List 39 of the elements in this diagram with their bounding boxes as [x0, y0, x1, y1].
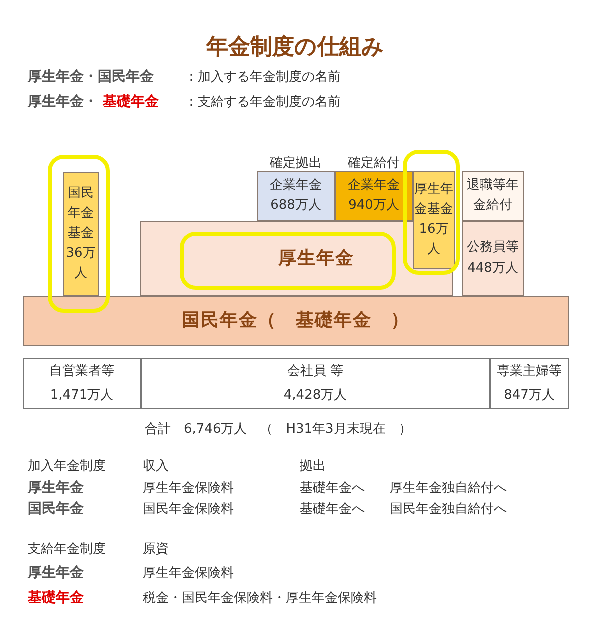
system-name: 厚生年金 — [28, 479, 84, 497]
contribution-text: 基礎年金へ — [300, 501, 365, 518]
plan-box: 企業年金 688万人 — [257, 171, 335, 221]
legend-description: ：加入する年金制度の名前 — [185, 69, 341, 86]
count-text: 847万人 — [504, 386, 555, 404]
plan-box: 企業年金 940万人 — [335, 171, 413, 221]
column-heading: 収入 — [143, 458, 169, 475]
title: 年金制度の仕組み — [205, 34, 386, 62]
basic-pension-bar: 国民年金（ 基礎年金 ） — [23, 296, 569, 346]
column-heading: 拠出 — [300, 458, 326, 475]
category-text: 会社員 等 — [287, 363, 344, 382]
fund-box: 国民年金基金 36万人 — [63, 172, 99, 296]
fund-box: 厚生年金基金 16万人 — [413, 171, 455, 269]
count-text: 4,428万人 — [284, 386, 348, 404]
benefit-box: 退職等年金給付 — [462, 171, 524, 221]
legend-term: 厚生年金・国民年金 — [28, 68, 154, 86]
contribution-text: 国民年金独自給付へ — [390, 501, 507, 518]
legend-term: 厚生年金・ — [28, 93, 98, 111]
source-text: 税金・国民年金保険料・厚生年金保険料 — [143, 590, 377, 607]
column-heading: 確定給付 — [347, 155, 401, 172]
count-text: 1,471万人 — [50, 386, 114, 404]
contribution-text: 基礎年金へ — [300, 480, 365, 497]
system-name: 基礎年金 — [28, 589, 84, 607]
total-note: 合計 6,746万人 （ H31年3月末現在 ） — [145, 421, 412, 438]
column-heading: 原資 — [143, 541, 169, 558]
section-heading: 支給年金制度 — [28, 541, 106, 558]
income-text: 厚生年金保険料 — [143, 480, 234, 497]
category-text: 専業主婦等 — [497, 363, 562, 382]
section-heading: 加入年金制度 — [28, 458, 106, 475]
source-text: 厚生年金保険料 — [143, 565, 234, 582]
contribution-text: 厚生年金独自給付へ — [390, 480, 507, 497]
column-heading: 確定拠出 — [269, 155, 323, 172]
category-text: 自営業者等 — [50, 363, 114, 382]
system-name: 国民年金 — [28, 500, 84, 518]
legend-term: 基礎年金 — [103, 93, 159, 111]
civil-servant-box: 公務員等 448万人 — [462, 221, 524, 296]
legend-description: ：支給する年金制度の名前 — [185, 94, 341, 111]
income-text: 国民年金保険料 — [143, 501, 234, 518]
system-name: 厚生年金 — [28, 564, 84, 582]
